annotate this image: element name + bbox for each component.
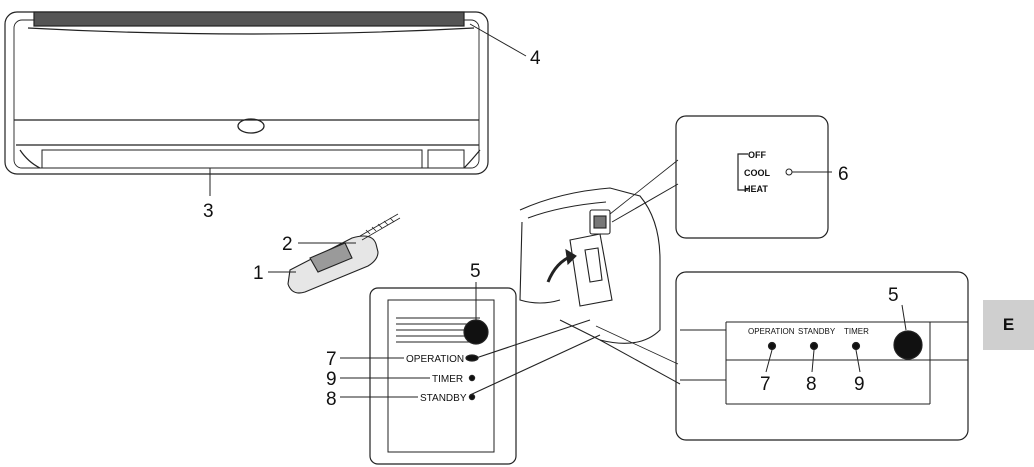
indicator-panel-right — [595, 271, 969, 441]
switch-label-cool: COOL — [744, 168, 771, 178]
switch-detail-box — [609, 115, 832, 239]
panel-left-timer-led — [468, 374, 476, 382]
callout-8-right: 8 — [806, 374, 817, 395]
switch-knob-icon — [785, 168, 793, 176]
callout-9-right: 9 — [854, 374, 865, 395]
panel-left-label-operation: OPERATION — [406, 354, 464, 365]
callout-5-left: 5 — [470, 261, 481, 282]
callout-4: 4 — [530, 48, 541, 69]
callout-remote-sensor: 2 — [282, 234, 356, 255]
panel-right-label-operation: OPERATION — [748, 327, 795, 336]
language-tab: E — [983, 300, 1034, 350]
switch-label-off: OFF — [748, 150, 766, 160]
callout-9-left: 9 — [326, 369, 337, 390]
indicator-panel-left — [340, 282, 517, 465]
panel-right-label-timer: TIMER — [844, 327, 869, 336]
panel-right-emergency-button — [893, 330, 923, 360]
callout-2: 2 — [282, 234, 293, 255]
language-tab-label: E — [1002, 315, 1015, 334]
unit-air-outlet — [41, 149, 423, 169]
callout-air-inlet: 4 — [469, 23, 541, 69]
panel-right-label-standby: STANDBY — [798, 327, 836, 336]
callout-7-left: 7 — [326, 349, 337, 370]
remote-control — [287, 213, 401, 294]
panel-left-operation-led — [465, 354, 479, 362]
callout-6: 6 — [838, 164, 849, 185]
unit-side-left — [19, 149, 41, 169]
indoor-unit — [4, 11, 489, 175]
unit-side-open — [469, 187, 661, 396]
remote-signal-coil — [359, 213, 401, 241]
callout-remote-control: 1 — [253, 263, 296, 284]
unit-top-grille — [33, 11, 465, 27]
callout-1: 1 — [253, 263, 264, 284]
callout-8-left: 8 — [326, 389, 337, 410]
panel-left-emergency-button — [463, 319, 489, 345]
switch-bracket — [737, 153, 744, 191]
unit-logo — [237, 118, 265, 134]
callout-7-right: 7 — [760, 374, 771, 395]
panel-right-operation-led — [767, 341, 777, 351]
unit-inner-frame — [13, 19, 480, 169]
unit-side-right — [463, 149, 481, 169]
unit-front-panel-curve — [27, 27, 475, 35]
callout-3: 3 — [203, 201, 214, 222]
panel-right-timer-led — [851, 341, 861, 351]
callout-5-right: 5 — [888, 285, 899, 306]
remote-display — [309, 242, 353, 273]
panel-left-label-standby: STANDBY — [420, 393, 467, 404]
panel-right-standby-led — [809, 341, 819, 351]
unit-outlet-louver-box — [427, 149, 465, 169]
panel-left-standby-led — [468, 393, 476, 401]
switch-label-heat: HEAT — [744, 184, 768, 194]
panel-left-label-timer: TIMER — [432, 374, 463, 385]
callout-air-outlet: 3 — [203, 168, 214, 222]
